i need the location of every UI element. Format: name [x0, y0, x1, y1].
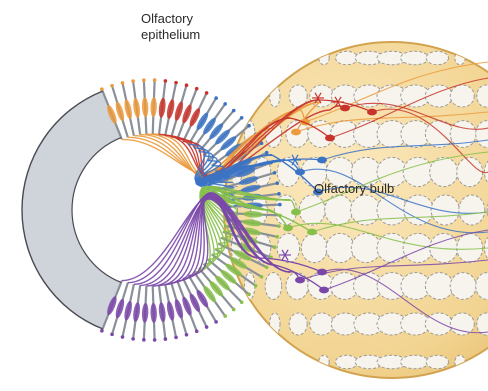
cilia — [100, 87, 104, 91]
cilia — [277, 192, 281, 196]
cilia — [278, 203, 282, 207]
mitral-cell-purple — [319, 287, 329, 294]
mitral-cell-purple — [295, 277, 305, 284]
cilia — [223, 314, 227, 318]
cilia — [164, 79, 168, 83]
receptor-neuron-purple — [141, 303, 148, 323]
receptor-neuron-purple — [132, 302, 141, 323]
cilia — [273, 171, 277, 175]
receptor-neuron-purple — [150, 303, 157, 323]
mitral-cell-blue — [317, 157, 327, 164]
cilia — [205, 91, 209, 95]
cilia — [110, 333, 114, 337]
cilia — [277, 224, 281, 228]
olfactory-epithelium-label: Olfactory epithelium — [141, 11, 200, 43]
glomerulus — [377, 233, 407, 262]
glomerulus — [404, 195, 434, 225]
receptor-neuron-purple — [165, 300, 175, 321]
cilia — [100, 329, 104, 333]
receptor-neuron-orange — [141, 97, 148, 117]
glomerulus — [450, 273, 476, 300]
glomerulus — [450, 85, 474, 107]
olfactory-bulb-label: Olfactory bulb — [314, 181, 394, 197]
glomerulus — [286, 273, 308, 300]
cilia — [153, 78, 157, 82]
cilia — [142, 78, 146, 82]
cilia — [121, 335, 125, 339]
cilia — [275, 235, 279, 239]
cilia — [174, 81, 178, 85]
cilia — [275, 181, 279, 185]
cilia — [195, 87, 199, 91]
cilia — [185, 83, 189, 87]
mitral-cell-red — [340, 105, 350, 112]
cilia — [131, 337, 135, 341]
glomerulus — [450, 313, 474, 335]
cilia — [265, 151, 269, 155]
cilia — [254, 284, 258, 288]
cilia — [131, 79, 135, 83]
glomerulus — [351, 233, 381, 262]
epithelium-label-line2: epithelium — [141, 27, 200, 43]
cilia — [214, 320, 218, 324]
glomerulus — [277, 233, 299, 262]
cilia — [247, 292, 251, 296]
glomerulus — [426, 51, 448, 64]
glomerulus — [336, 51, 358, 64]
cilia — [153, 338, 157, 342]
mitral-cell-green — [307, 229, 317, 236]
cilia — [195, 330, 199, 334]
mitral-cell-orange — [291, 129, 301, 136]
glomerulus — [265, 273, 282, 300]
cilia — [164, 337, 168, 341]
receptor-neuron-red — [158, 97, 167, 118]
cilia — [174, 336, 178, 340]
mitral-cell-green — [291, 209, 301, 216]
cilia — [247, 124, 251, 128]
glomerulus — [401, 51, 429, 64]
receptor-neuron-purple — [158, 302, 167, 323]
mitral-cell-green — [283, 225, 293, 232]
cilia — [110, 84, 114, 88]
cilia — [260, 275, 264, 279]
cilia — [240, 300, 244, 304]
glomerulus — [401, 355, 429, 368]
receptor-neuron-red — [165, 99, 175, 120]
glomerulus — [431, 195, 459, 225]
cilia — [273, 245, 277, 249]
glomerulus — [301, 233, 327, 262]
glomerulus — [426, 355, 448, 368]
epithelium-label-line1: Olfactory — [141, 11, 200, 27]
receptor-neuron-orange — [150, 97, 157, 117]
mitral-cell-red — [367, 109, 377, 116]
glomerulus — [403, 233, 433, 262]
receptor-neuron-orange — [123, 99, 133, 120]
glomerulus — [425, 273, 453, 300]
receptor-neuron-purple — [123, 300, 133, 321]
receptor-neuron-orange — [132, 98, 141, 119]
mitral-cell-blue — [295, 169, 305, 176]
cilia — [214, 96, 218, 100]
cilia — [205, 325, 209, 329]
cilia — [232, 308, 236, 312]
glomerulus — [336, 355, 358, 368]
mitral-cell-red — [325, 135, 335, 142]
cilia — [240, 116, 244, 120]
cilia — [232, 109, 236, 113]
glomerulus — [459, 195, 485, 225]
cilia — [223, 102, 227, 106]
glomerulus — [289, 313, 307, 335]
cilia — [265, 265, 269, 269]
cilia — [185, 333, 189, 337]
glomerulus — [403, 157, 433, 186]
cilia — [121, 81, 125, 85]
glomerulus — [310, 313, 334, 335]
glomerulus — [326, 233, 354, 262]
glomerulus — [457, 233, 483, 262]
cilia — [142, 338, 146, 342]
